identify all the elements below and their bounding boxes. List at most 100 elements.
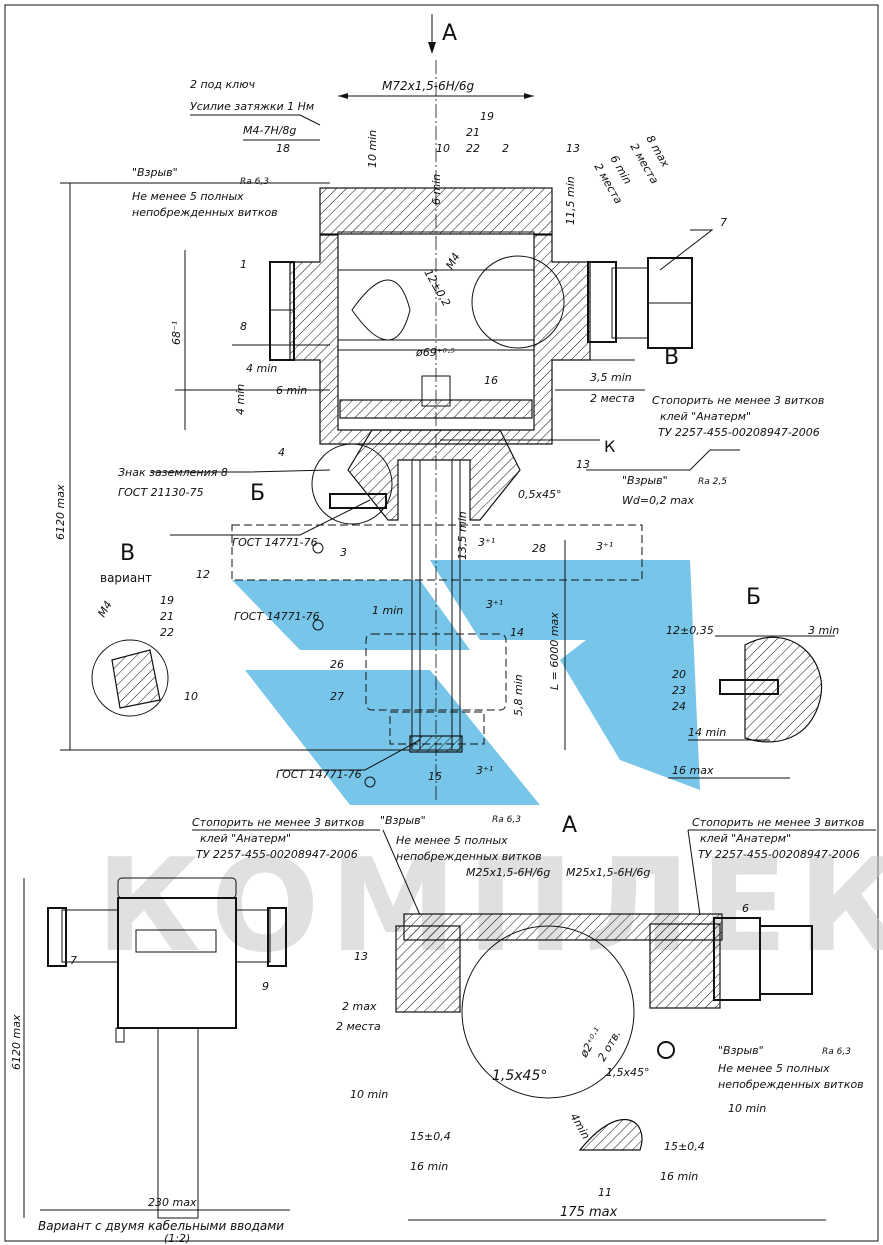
part-10: 10 xyxy=(436,142,450,155)
dim-3-b: 3⁺¹ xyxy=(596,540,613,553)
vzryv-right: "Взрыв" xyxy=(718,1044,764,1057)
dim-3-c: 3⁺¹ xyxy=(486,598,503,611)
chamfer-small: 1,5x45° xyxy=(606,1066,650,1079)
part-2: 2 xyxy=(502,142,509,155)
threads-right-1: Не менее 5 полных xyxy=(718,1062,830,1075)
dim-175: 175 max xyxy=(560,1205,618,1220)
part-8: 8 xyxy=(240,320,247,333)
detail-b-part-24: 24 xyxy=(672,700,686,713)
glue-note-1: Стопорить не менее 3 витков xyxy=(652,394,824,407)
dim-2max: 2 max xyxy=(342,1000,377,1013)
ground-note-2: ГОСТ 21130-75 xyxy=(118,486,204,499)
dim-4min-b: 4 min xyxy=(234,384,247,415)
part-4: 4 xyxy=(278,446,285,459)
part-6: 6 xyxy=(742,902,749,915)
left-nut xyxy=(269,261,295,361)
thread-main-label: M72x1,5-6H/6g xyxy=(382,79,474,93)
thread-m4-label: M4-7H/8g xyxy=(243,124,296,137)
right-note-3: ТУ 2257-455-00208947-2006 xyxy=(698,848,860,861)
view-a-label: A xyxy=(442,21,457,46)
dim-6min-a: 6 min xyxy=(430,174,443,205)
part-12: 12 xyxy=(196,568,210,581)
part-13a: 13 xyxy=(566,142,580,155)
threads-note-1: Не менее 5 полных xyxy=(132,190,244,203)
dim-16-left: 16 min xyxy=(410,1160,448,1173)
torque-label: Усилие затяжки 1 Нм xyxy=(190,100,314,113)
caption-2: (1:2) xyxy=(164,1232,190,1245)
dim-10min-right: 10 min xyxy=(728,1102,766,1115)
cover xyxy=(319,187,553,235)
wd-label: Wd=0,2 max xyxy=(622,494,695,507)
threads-bottom-2: непобрежденных витков xyxy=(396,850,542,863)
variant-word: вариант xyxy=(100,571,152,585)
thread-right: M25x1,5-6H/6g xyxy=(566,866,650,879)
frac-mid: 21 xyxy=(466,126,480,139)
dim-68: 68⁻¹ xyxy=(170,321,183,345)
variant-22: 22 xyxy=(160,626,174,639)
section-k-label: К xyxy=(604,437,616,456)
gost-label-1: ГОСТ 14771-76 xyxy=(232,536,318,549)
dim-69: ø69⁺⁰·⁵ xyxy=(415,346,455,359)
ra-bottom: Ra 6,3 xyxy=(492,815,521,825)
detail-b-dim-16: 16 max xyxy=(672,764,714,777)
part-26: 26 xyxy=(330,658,344,671)
detail-b-dim-14: 14 min xyxy=(688,726,726,739)
detail-b-mark-label: Б xyxy=(250,481,265,506)
dim-6min-c: 6 min xyxy=(276,384,307,397)
dim-3-a: 3⁺¹ xyxy=(478,536,495,549)
right-gland xyxy=(587,261,617,343)
ra-label-1: Ra 6,3 xyxy=(240,177,269,187)
threads-bottom-1: Не менее 5 полных xyxy=(396,834,508,847)
part-28: 28 xyxy=(532,542,546,555)
detail-b-view xyxy=(744,636,823,743)
left-variant-view xyxy=(47,877,287,1219)
gost-label-3: ГОСТ 14771-76 xyxy=(276,768,362,781)
detail-b-part-20: 20 xyxy=(672,668,686,681)
detail-b-circle xyxy=(471,255,565,349)
frac-bot: 22 xyxy=(466,142,480,155)
bottom-view-labels: Стопорить не менее 3 витков клей "Анатер… xyxy=(10,813,864,1245)
dim-4min-a: 4 min xyxy=(246,362,277,375)
variant-b-circle xyxy=(91,639,169,717)
detail-b-title: Б xyxy=(746,585,761,610)
watermark-logo xyxy=(232,560,700,805)
dim-2mesta-bottom: 2 места xyxy=(336,1020,381,1033)
part-1: 1 xyxy=(240,258,247,271)
part-15: 15 xyxy=(428,770,442,783)
ra-label-2: Ra 2,5 xyxy=(698,477,727,487)
part-27: 27 xyxy=(330,690,344,703)
vzryv-label-2: "Взрыв" xyxy=(622,474,668,487)
threads-right-2: непобрежденных витков xyxy=(718,1078,864,1091)
gost-label-2: ГОСТ 14771-76 xyxy=(234,610,320,623)
dim-2mesta-c: 2 места xyxy=(590,392,635,405)
left-note-2: клей "Анатерм" xyxy=(200,832,291,845)
ground-note-1: Знак заземления 8 xyxy=(118,466,228,479)
frac-top: 19 xyxy=(480,110,494,123)
caption-1: Вариант с двумя кабельными вводами xyxy=(38,1219,284,1233)
detail-b-ref: В xyxy=(664,345,679,370)
part-18: 18 xyxy=(276,142,290,155)
part-3: 3 xyxy=(340,546,347,559)
left-note-3: ТУ 2257-455-00208947-2006 xyxy=(196,848,358,861)
part-16: 16 xyxy=(484,374,498,387)
variant-m4: M4 xyxy=(95,599,115,620)
left-note-1: Стопорить не менее 3 витков xyxy=(192,816,364,829)
threads-note-2: непобрежденных витков xyxy=(132,206,278,219)
dim-10min: 10 min xyxy=(366,130,379,168)
dim-3-d: 3⁺¹ xyxy=(476,764,493,777)
part-14: 14 xyxy=(510,626,524,639)
dim-10min-left: 10 min xyxy=(350,1088,388,1101)
dim-12: 12±0,2 xyxy=(421,267,453,309)
thread-left: M25x1,5-6H/6g xyxy=(466,866,550,879)
variant-19: 19 xyxy=(160,594,174,607)
glue-note-3: ТУ 2257-455-00208947-2006 xyxy=(658,426,820,439)
part-9: 9 xyxy=(262,980,269,993)
watermark-text: КОМПЛЕКТ xyxy=(96,832,883,981)
a-label-bottom: A xyxy=(562,813,577,838)
detail-b-mark xyxy=(311,443,393,525)
dim-15-right: 15±0,4 xyxy=(664,1140,705,1153)
right-note-2: клей "Анатерм" xyxy=(700,832,791,845)
dim-5-8: 5,8 min xyxy=(512,674,525,716)
